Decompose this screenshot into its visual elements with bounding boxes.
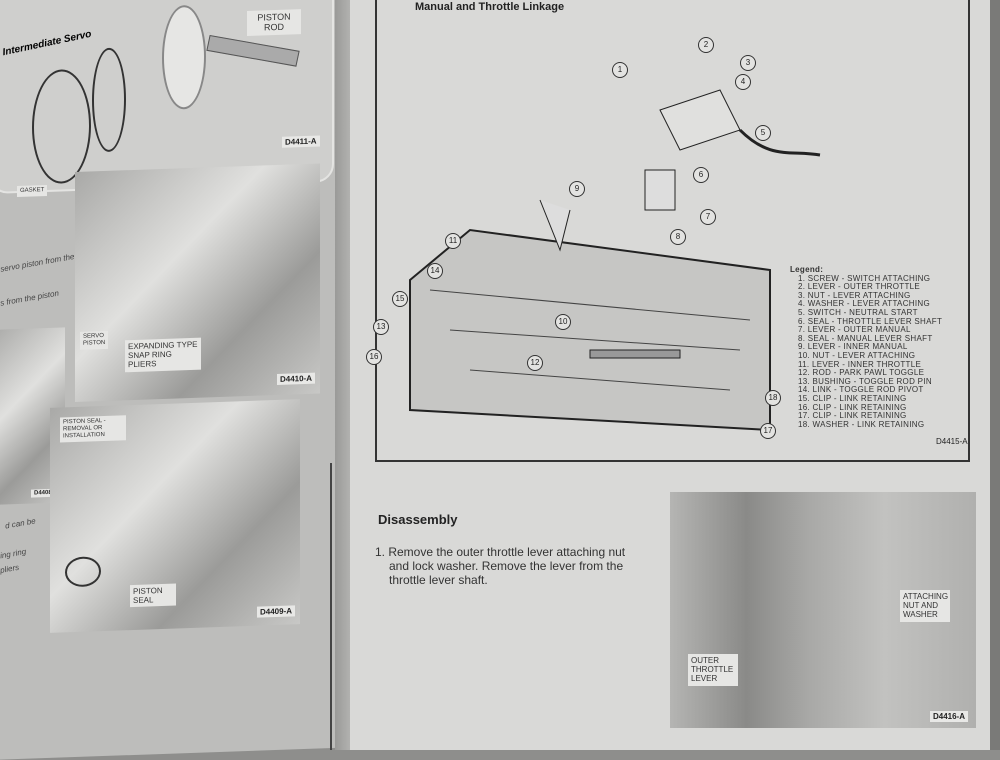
figure-code: D4415-A bbox=[936, 437, 968, 446]
right-page: Manual and Throttle Linkage 1 2 3 4 5 6 … bbox=[330, 0, 990, 750]
gasket-label: GASKET bbox=[17, 184, 48, 197]
callout-16: 16 bbox=[366, 349, 382, 365]
legend-item: 15. CLIP - LINK RETAINING bbox=[798, 393, 907, 403]
callout-13: 13 bbox=[373, 319, 389, 335]
callout-10: 10 bbox=[555, 314, 571, 330]
gasket-ring bbox=[32, 68, 91, 185]
callout-12: 12 bbox=[527, 355, 543, 371]
frame-line bbox=[375, 0, 377, 462]
section-title: Manual and Throttle Linkage bbox=[415, 1, 565, 13]
disassembly-step-1: 1. Remove the outer throttle lever attac… bbox=[375, 545, 626, 587]
callout-18: 18 bbox=[765, 390, 781, 406]
callout-17: 17 bbox=[760, 423, 776, 439]
callout-11: 11 bbox=[445, 233, 461, 249]
legend-item: 11. LEVER - INNER THROTTLE bbox=[798, 359, 922, 369]
legend-item: 13. BUSHING - TOGGLE ROD PIN bbox=[798, 376, 932, 386]
figure-code: D4409-A bbox=[256, 605, 295, 618]
left-page: Intermediate Servo PISTON ROD GASKET D44… bbox=[0, 0, 350, 760]
legend-title: Legend: bbox=[790, 265, 824, 274]
seal-ring bbox=[92, 47, 126, 153]
figure-code: D4410-A bbox=[276, 372, 315, 385]
attaching-nut-label: ATTACHING NUT AND WASHER bbox=[900, 590, 950, 622]
servo-piston-label: SERVO PISTON bbox=[80, 330, 108, 350]
piston-seal-ring bbox=[65, 556, 101, 588]
callout-15: 15 bbox=[392, 291, 408, 307]
legend: Legend: 1. SCREW - SWITCH ATTACHING 2. L… bbox=[790, 265, 943, 429]
callout-2: 2 bbox=[698, 37, 714, 53]
body-text: servo piston from the bbox=[0, 251, 75, 274]
piston-seal-label: PISTON SEAL bbox=[130, 583, 176, 608]
legend-item: 5. SWITCH - NEUTRAL START bbox=[798, 307, 918, 317]
figure-code: D4411-A bbox=[282, 135, 320, 148]
callout-3: 3 bbox=[740, 55, 756, 71]
callout-4: 4 bbox=[735, 74, 751, 90]
disassembly-heading: Disassembly bbox=[378, 512, 458, 527]
legend-item: 16. CLIP - LINK RETAINING bbox=[798, 402, 907, 412]
legend-item: 9. LEVER - INNER MANUAL bbox=[798, 342, 908, 352]
callout-7: 7 bbox=[700, 209, 716, 225]
piston bbox=[162, 4, 206, 110]
legend-item: 8. SEAL - MANUAL LEVER SHAFT bbox=[798, 333, 933, 343]
photo-d4410: SERVO PISTON EXPANDING TYPE SNAP RING PL… bbox=[75, 163, 320, 403]
body-text: d can be bbox=[4, 516, 37, 531]
legend-item: 18. WASHER - LINK RETAINING bbox=[798, 419, 925, 429]
figure-code: D4416-A bbox=[929, 711, 968, 722]
legend-item: 3. NUT - LEVER ATTACHING bbox=[798, 290, 911, 300]
frame-line bbox=[330, 463, 332, 750]
section-title: Intermediate Servo bbox=[1, 28, 93, 59]
legend-item: 10. NUT - LEVER ATTACHING bbox=[798, 350, 916, 360]
piston-rod bbox=[206, 34, 300, 67]
legend-item: 14. LINK - TOGGLE ROD PIVOT bbox=[798, 385, 924, 395]
legend-item: 12. ROD - PARK PAWL TOGGLE bbox=[798, 368, 925, 378]
outer-throttle-lever-label: OUTER THROTTLE LEVER bbox=[688, 654, 738, 686]
legend-item: 7. LEVER - OUTER MANUAL bbox=[798, 325, 911, 335]
photo-d4409: PISTON SEAL - REMOVAL OR INSTALLATION PI… bbox=[50, 399, 300, 633]
body-text: ing ring bbox=[0, 546, 27, 561]
callout-9: 9 bbox=[569, 181, 585, 197]
photo-d4416: ATTACHING NUT AND WASHER OUTER THROTTLE … bbox=[670, 492, 976, 728]
frame-line bbox=[968, 0, 970, 462]
seal-removal-label: PISTON SEAL - REMOVAL OR INSTALLATION bbox=[60, 415, 126, 443]
linkage-diagram bbox=[409, 89, 821, 432]
callout-1: 1 bbox=[612, 62, 628, 78]
callout-5: 5 bbox=[755, 125, 771, 141]
legend-item: 6. SEAL - THROTTLE LEVER SHAFT bbox=[798, 316, 943, 326]
snap-ring-pliers-label: EXPANDING TYPE SNAP RING PLIERS bbox=[125, 337, 201, 372]
callout-14: 14 bbox=[427, 263, 443, 279]
legend-item: 1. SCREW - SWITCH ATTACHING bbox=[798, 273, 931, 283]
legend-item: 4. WASHER - LEVER ATTACHING bbox=[798, 299, 930, 309]
callout-6: 6 bbox=[693, 167, 709, 183]
page-edge bbox=[990, 0, 1000, 750]
body-text: pliers bbox=[0, 562, 20, 575]
callout-8: 8 bbox=[670, 229, 686, 245]
piston-rod-label: PISTON ROD bbox=[247, 9, 301, 36]
legend-item: 2. LEVER - OUTER THROTTLE bbox=[798, 282, 921, 292]
section-divider bbox=[375, 460, 970, 462]
legend-item: 17. CLIP - LINK RETAINING bbox=[798, 411, 907, 421]
body-text: s from the piston bbox=[0, 288, 60, 308]
